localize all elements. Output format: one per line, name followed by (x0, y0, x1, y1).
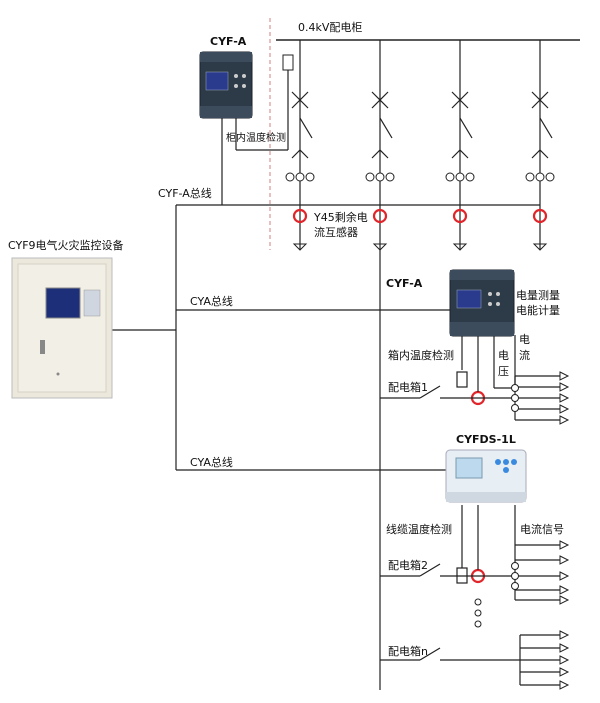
current-label-2: 流 (519, 349, 530, 362)
cabinet-temp-sensor (282, 54, 294, 71)
feeder-branches (299, 40, 541, 690)
breaker-symbols (291, 91, 553, 159)
breaker-2 (371, 91, 393, 159)
cyf-a-mid-device (449, 269, 515, 337)
dist-box-2-label: 配电箱2 (388, 559, 428, 572)
voltage-label-1: 电 (498, 349, 509, 362)
box2-tap-dots (511, 562, 519, 590)
box1-tap-dots (511, 384, 519, 412)
ct-ring-3 (452, 208, 468, 224)
cyf9-monitor-device (11, 257, 113, 399)
power-measure-label: 电量测量 (516, 289, 560, 302)
box2-arrows (559, 540, 570, 605)
ct-ring-1 (292, 208, 308, 224)
current-signal-label: 电流信号 (520, 523, 564, 536)
ct-ring-4 (532, 208, 548, 224)
breaker-4 (531, 91, 553, 159)
y45-label-line1: Y45剩余电 (314, 211, 368, 224)
box-temp-label: 箱内温度检测 (388, 349, 454, 362)
ct-grounds (292, 243, 548, 251)
boxn-arrows (559, 630, 570, 690)
cyfds-1l-device (445, 449, 527, 503)
breaker-3 (451, 91, 473, 159)
busbar-title: 0.4kV配电柜 (298, 21, 363, 34)
cyfds-label: CYFDS-1L (456, 433, 516, 446)
cable-temp-label: 线缆温度检测 (386, 523, 452, 536)
y45-label-line2: 流互感器 (314, 226, 358, 239)
monitor-title: CYF9电气火灾监控设备 (8, 239, 124, 252)
cyf-a-mid-label: CYF-A (386, 277, 423, 290)
box1-arrows (559, 371, 570, 425)
cya-bus-label-1: CYA总线 (190, 295, 233, 308)
dist-box-n-label: 配电箱n (388, 645, 428, 658)
cabinet-temp-label: 柜内温度检测 (226, 133, 286, 144)
current-label-1: 电 (519, 333, 530, 346)
ellipsis-dots (474, 598, 482, 628)
dist-box-1-label: 配电箱1 (388, 381, 428, 394)
ct-ring-2 (372, 208, 388, 224)
voltage-label-2: 压 (498, 365, 509, 378)
phase-dots (285, 172, 555, 182)
cyf-a-top-device (199, 51, 253, 119)
cyf-a-bus-label: CYF-A总线 (158, 187, 212, 200)
cyf-a-top-label: CYF-A (210, 35, 247, 48)
energy-meter-label: 电能计量 (516, 304, 560, 317)
cya-bus-label-2: CYA总线 (190, 456, 233, 469)
breaker-1 (291, 91, 313, 159)
